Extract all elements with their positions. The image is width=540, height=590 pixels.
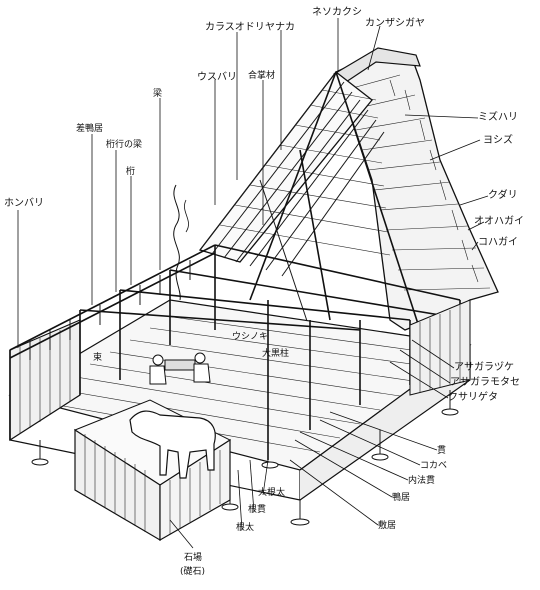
label-kokabe: コカベ bbox=[420, 460, 447, 471]
label-sashikamoi: 差鴨居 bbox=[76, 122, 103, 134]
stable bbox=[73, 399, 232, 542]
label-ishiba-note: (礎石) bbox=[180, 565, 205, 577]
label-mizuhari: ミズハリ bbox=[478, 110, 518, 123]
label-yanaka: ヤナカ bbox=[265, 21, 295, 33]
label-tsuka: 束 bbox=[93, 352, 102, 363]
label-yoshizu: ヨシズ bbox=[483, 133, 513, 146]
label-nenuki: 根貫 bbox=[248, 503, 266, 515]
label-daikokubashira: 大黒柱 bbox=[262, 347, 289, 359]
label-kamoi: 鴨居 bbox=[392, 491, 410, 503]
label-ketanohari: 桁行の梁 bbox=[106, 138, 142, 150]
label-ohneda: 大根太 bbox=[258, 486, 285, 498]
label-kusarigeta: クサリゲタ bbox=[448, 391, 498, 403]
label-gassho: 合掌材 bbox=[248, 69, 275, 81]
thatched-roof bbox=[198, 47, 499, 331]
label-honbari: ホンバリ bbox=[4, 197, 44, 209]
label-ushinoki: ウシノキ bbox=[232, 331, 268, 342]
label-keta: 桁 bbox=[126, 165, 135, 177]
label-usubari: ウスバリ bbox=[197, 71, 237, 83]
label-shikii: 敷居 bbox=[378, 519, 396, 531]
label-nesokakushi: ネソカクシ bbox=[312, 6, 362, 18]
label-nuki: 貫 bbox=[437, 445, 446, 456]
label-neda: 根太 bbox=[236, 521, 254, 533]
label-ishiba: 石場 bbox=[184, 551, 202, 563]
label-karasuodori: カラスオドリ bbox=[205, 21, 265, 33]
part-labels: ネソカクシ カンザシガヤ カラスオドリ ヤナカ ウスバリ 合掌材 梁 差鴨居 桁… bbox=[4, 6, 524, 577]
leader-lines bbox=[17, 18, 489, 549]
label-ohagai: オオハガイ bbox=[474, 215, 524, 227]
label-uchinorinuki: 内法貫 bbox=[408, 474, 435, 486]
label-asagaramotase: アサガラモタセ bbox=[450, 376, 520, 388]
floor-frame bbox=[8, 184, 472, 526]
label-kohagai: コハガイ bbox=[478, 236, 518, 248]
label-asagarazuke: アサガラヅケ bbox=[454, 361, 514, 373]
label-hari: 梁 bbox=[153, 87, 162, 99]
label-kudari: クダリ bbox=[488, 188, 518, 201]
label-kanzashigaya: カンザシガヤ bbox=[365, 17, 425, 29]
